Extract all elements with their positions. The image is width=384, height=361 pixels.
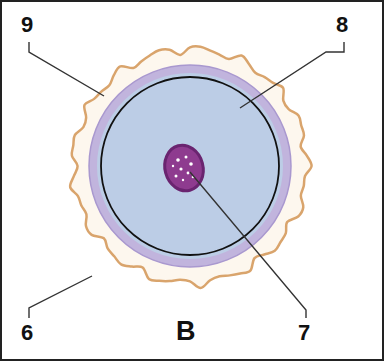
cytoplasm: [97, 73, 283, 259]
callout-number: 6: [21, 322, 33, 344]
leader-line: [190, 172, 306, 318]
leader-line: [29, 276, 92, 318]
nucleus: [160, 141, 209, 195]
leader-line: [240, 42, 344, 108]
callout-number: 7: [298, 322, 310, 344]
nucleus-spots: [172, 156, 195, 182]
callout-number: 8: [336, 14, 348, 36]
figure-letter: B: [176, 318, 196, 345]
corona-radiata: [70, 46, 312, 288]
callout-number: 9: [21, 14, 33, 36]
leader-line: [29, 42, 104, 96]
cell-membrane-circle: [101, 77, 279, 255]
leader-lines: [29, 42, 344, 318]
